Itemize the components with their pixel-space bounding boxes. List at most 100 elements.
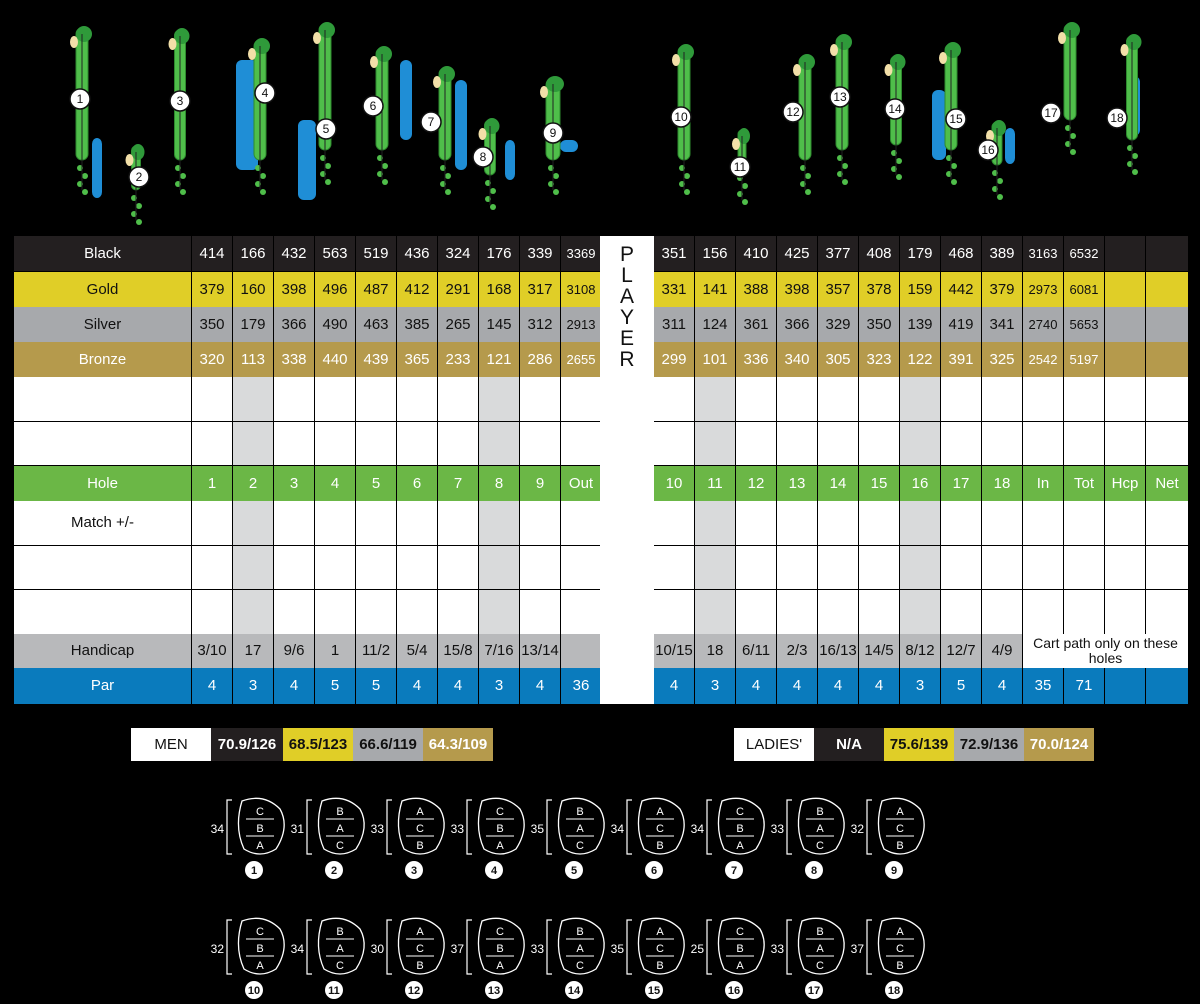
hole-number: 16 [981, 143, 995, 157]
score-cell [315, 590, 355, 634]
black-yardage-hole-1: 414 [192, 236, 232, 271]
bronze-yardage-hole-12: 336 [736, 342, 776, 377]
green [890, 54, 906, 70]
hole-number-4: 4 [315, 466, 355, 501]
depth-bracket [866, 919, 872, 975]
green-depth: 33 [771, 942, 785, 956]
green-outline [557, 797, 605, 855]
silver-yardage-hole-6: 385 [397, 307, 437, 342]
score-cell [274, 422, 314, 465]
tee-box [842, 163, 848, 169]
score-cell [695, 501, 735, 545]
par-hole-5: 5 [356, 668, 396, 704]
water-hazard [932, 90, 946, 160]
green [1126, 34, 1142, 50]
green-depth: 31 [291, 822, 305, 836]
green [1064, 22, 1080, 38]
green-depth: 32 [851, 822, 865, 836]
green-number-badge [325, 861, 343, 879]
player-letter: L [621, 264, 633, 287]
score-cell [777, 546, 817, 589]
green-diagrams: 34CBA131BAC233ACB333CBA435BAC534ACB634CB… [211, 797, 925, 999]
silver-out-total: 2913 [561, 307, 601, 342]
hole-number: 3 [177, 94, 184, 108]
tee-box [896, 174, 902, 180]
depth-bracket [866, 799, 872, 855]
pin-tier-label: C [496, 806, 504, 818]
score-cell [520, 590, 560, 634]
bronze-yardage-hole-11: 101 [695, 342, 735, 377]
silver-yardage-hole-16: 139 [900, 307, 940, 342]
score-cell [1023, 377, 1063, 421]
bronze-yardage-hole-5: 439 [356, 342, 396, 377]
gold-hcp-blank [1105, 272, 1145, 307]
gold-grand-total: 6081 [1064, 272, 1104, 307]
hole-number: 15 [949, 112, 963, 126]
par-hole-3: 4 [274, 668, 314, 704]
par-row-label: Par [14, 668, 191, 704]
black-yardage-hole-11: 156 [695, 236, 735, 271]
pin-tier-label: B [336, 926, 343, 938]
net-header: Net [1146, 466, 1188, 501]
score-cell [233, 377, 273, 421]
hole-number-badge [128, 166, 150, 188]
tee-box [742, 183, 748, 189]
hole-layout-3: 3 [168, 28, 191, 195]
ladies-gold-rating: 75.6/139 [884, 728, 954, 761]
bunker [478, 128, 487, 140]
hole-number-10: 10 [654, 466, 694, 501]
black-in-total: 3163 [1023, 236, 1063, 271]
black-yardage-hole-18: 389 [982, 236, 1022, 271]
men-ratings: MEN 70.9/126 68.5/123 66.6/119 64.3/109 [131, 728, 493, 761]
silver-yardage-hole-13: 366 [777, 307, 817, 342]
pin-tier-label: C [896, 823, 904, 835]
silver-grand-total: 5653 [1064, 307, 1104, 342]
pin-tier-label: A [256, 840, 264, 852]
green-depth: 34 [691, 822, 705, 836]
hole-number: 8 [480, 150, 487, 164]
score-cell [982, 422, 1022, 465]
green-outline [317, 917, 365, 975]
hole-layout-6: 6 [362, 46, 412, 185]
pin-tier-label: A [576, 823, 584, 835]
hole-layout-1: 1 [69, 26, 102, 198]
pin-tier-label: B [736, 823, 743, 835]
hole-layout-5: 5 [298, 22, 337, 200]
green [319, 22, 335, 38]
par-hole-7: 4 [438, 668, 478, 704]
black-grand-total: 6532 [1064, 236, 1104, 271]
men-silver-rating: 66.6/119 [353, 728, 423, 761]
par-hcp-blank [1105, 668, 1145, 704]
handicap-hole-15: 14/5 [859, 634, 899, 668]
score-cell [1105, 501, 1145, 545]
score-cell [736, 377, 776, 421]
green-number: 17 [808, 985, 820, 997]
score-cell [1146, 501, 1188, 545]
gold-yardage-hole-4: 496 [315, 272, 355, 307]
bronze-yardage-hole-4: 440 [315, 342, 355, 377]
player-letter: R [619, 348, 635, 371]
score-cell [315, 546, 355, 589]
score-cell [274, 590, 314, 634]
pin-tier-label: B [576, 926, 583, 938]
score-cell [900, 377, 940, 421]
black-yardage-hole-15: 408 [859, 236, 899, 271]
hole-number-badge [542, 122, 564, 144]
score-cell [397, 501, 437, 545]
hole-row-label: Hole [14, 466, 191, 501]
score-cell [654, 377, 694, 421]
par-hole-12: 4 [736, 668, 776, 704]
green [678, 44, 694, 60]
score-cell [520, 501, 560, 545]
hole-number-badge [670, 106, 692, 128]
hole-number-11: 11 [695, 466, 735, 501]
score-cell [561, 546, 601, 589]
pin-tier-label: C [816, 960, 824, 972]
tee-box [382, 179, 388, 185]
tee-box [1132, 153, 1138, 159]
pin-tier-label: B [496, 943, 503, 955]
bunker [793, 64, 801, 76]
